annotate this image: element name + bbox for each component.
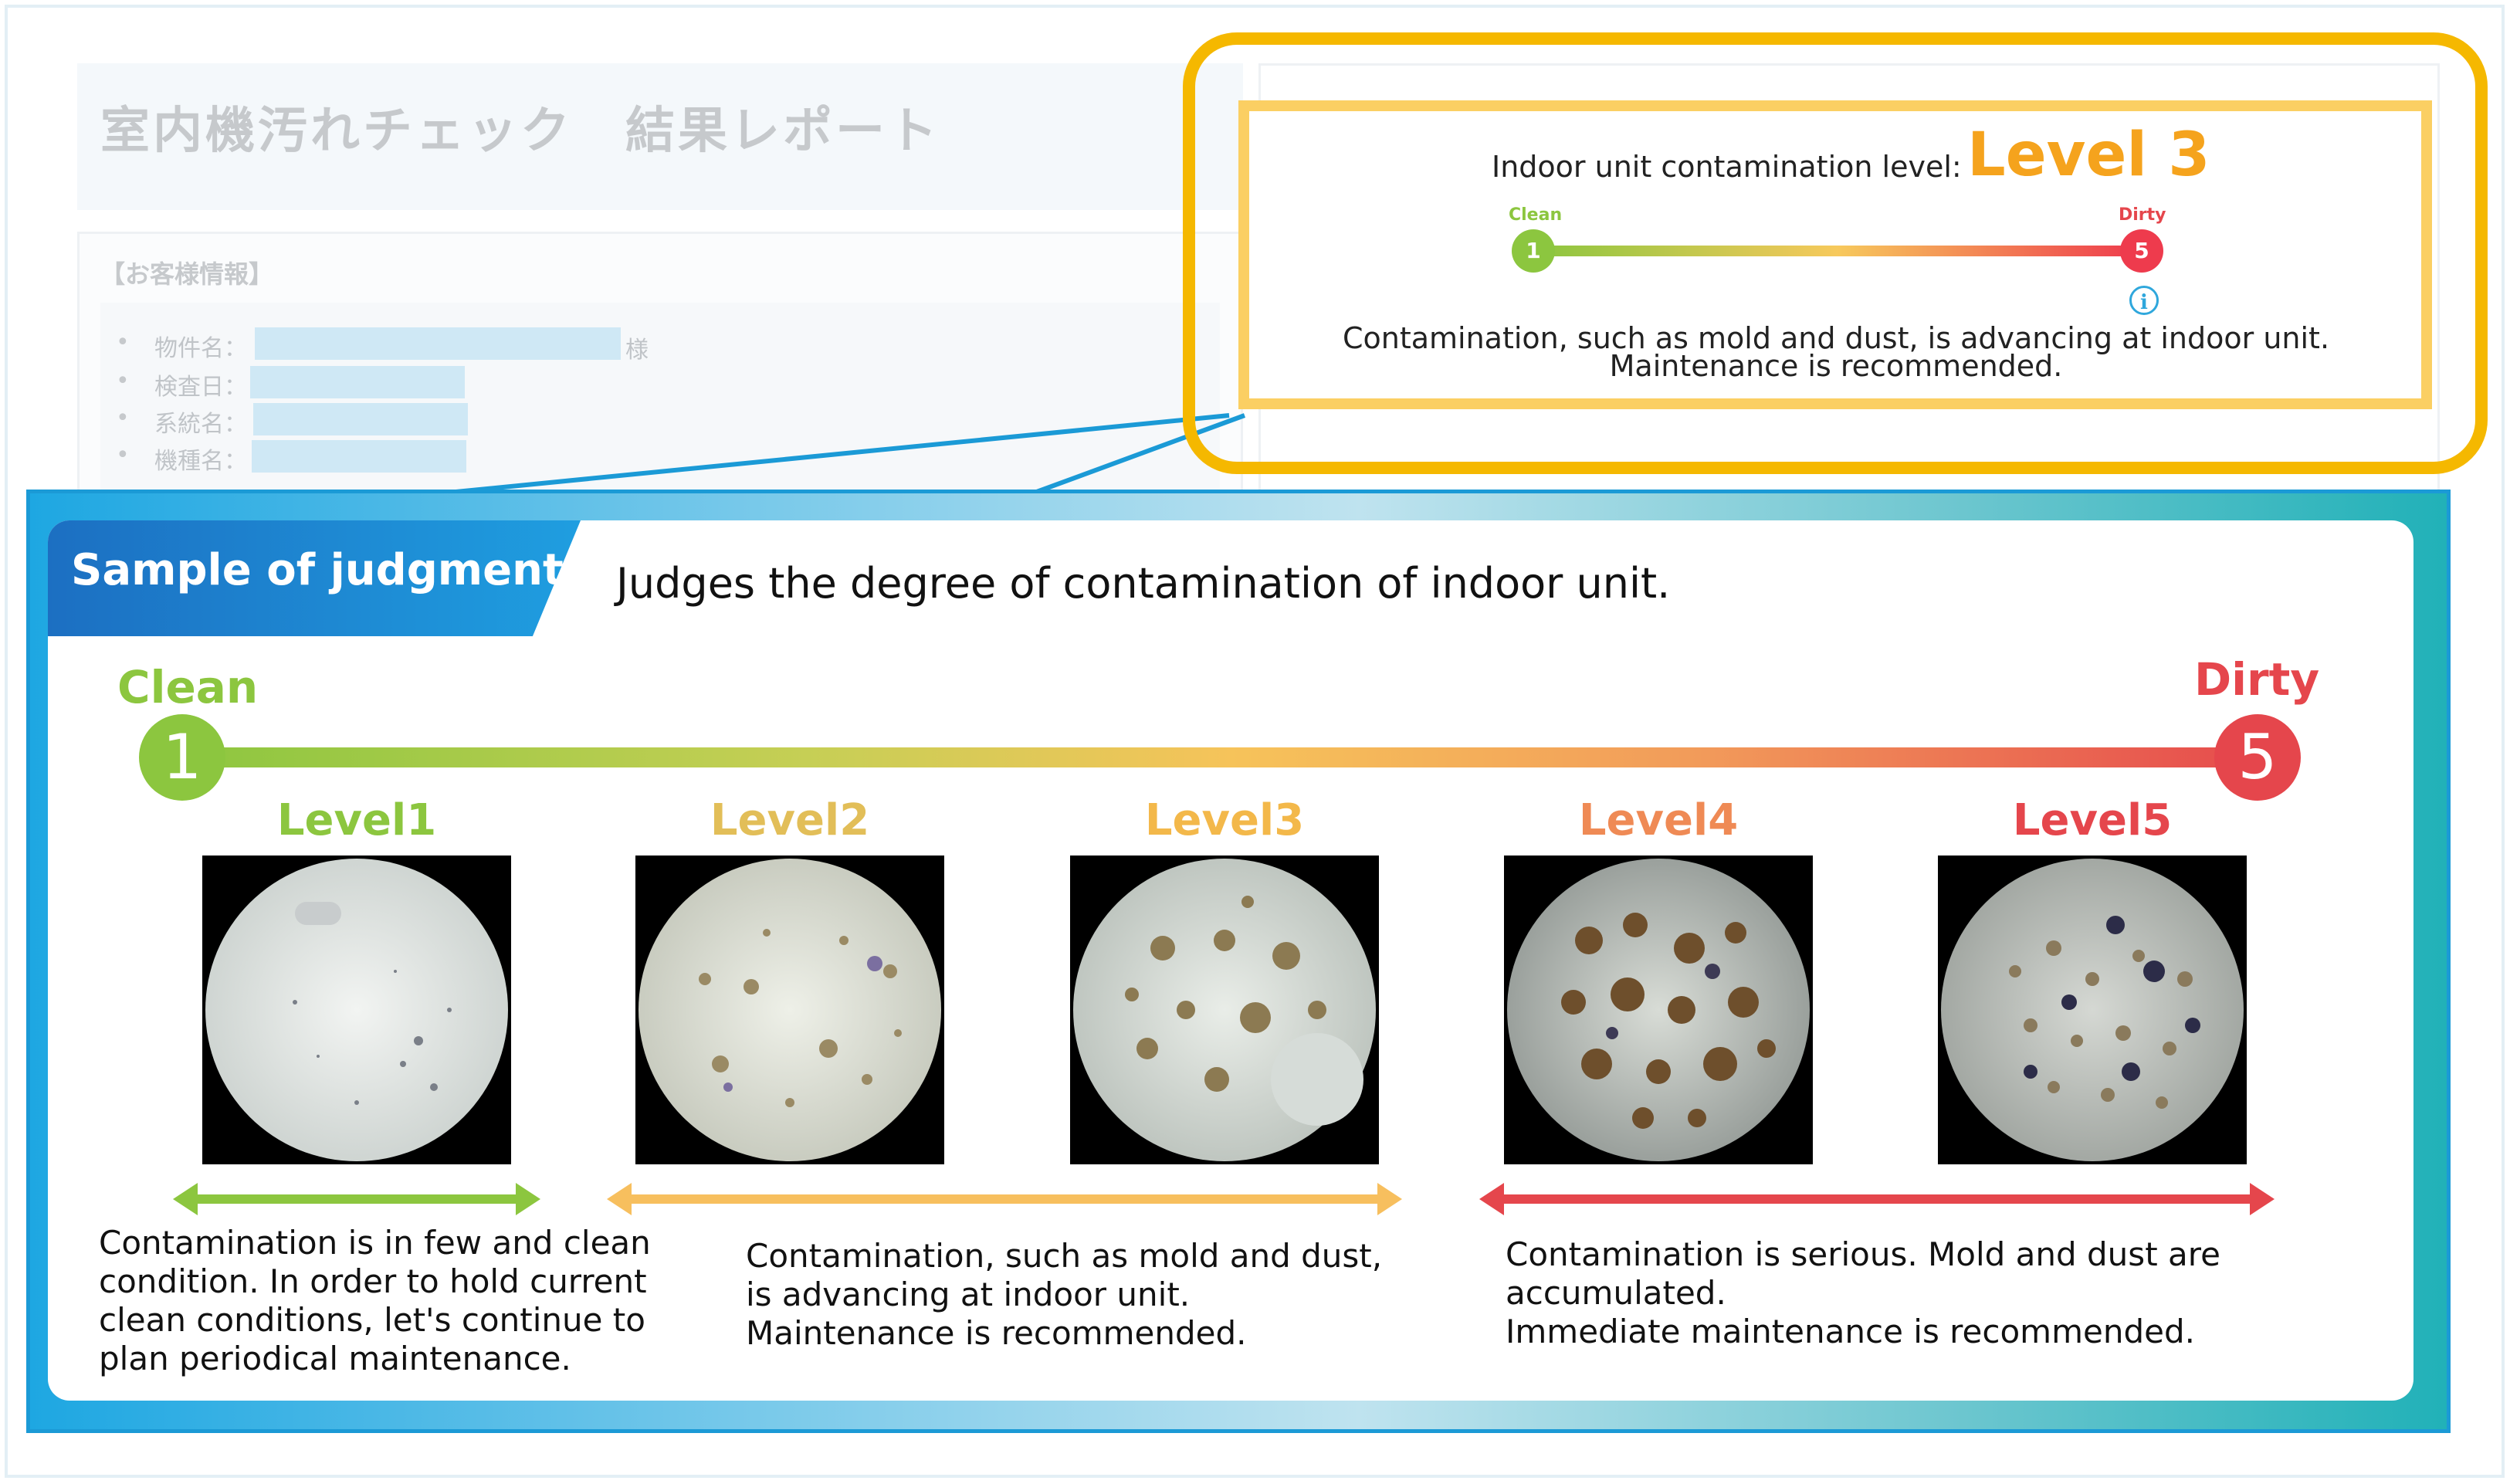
level-2-label: Level2 [710, 795, 870, 845]
level-5-label: Level5 [2012, 795, 2173, 845]
description-clean: Contamination is in few and clean condit… [99, 1224, 651, 1377]
level-4-microscope-image [1504, 856, 1813, 1164]
field-system-name: 系統名： [116, 405, 247, 439]
level-5-microscope-image [1938, 856, 2247, 1164]
callout-highlight [1183, 32, 2488, 474]
info-icon[interactable]: i [2129, 286, 2159, 315]
redacted-field [255, 327, 621, 360]
contamination-scale-bar [1536, 246, 2139, 256]
sample-badge [48, 520, 581, 636]
field-label: 検査日： [154, 374, 247, 401]
scale-start-marker: 1 [1512, 229, 1555, 273]
description-line: Contamination, such as mold and dust, is… [1342, 321, 2330, 355]
sample-badge-text: Sample of judgment [71, 545, 564, 595]
description-serious: Contamination is serious. Mold and dust … [1506, 1235, 2220, 1350]
report-title: 室内機汚れチェック 結果レポート [100, 103, 940, 160]
field-label: 物件名： [154, 335, 247, 362]
field-label: 系統名： [154, 411, 247, 438]
scale-start-marker: 1 [139, 714, 225, 801]
level-3-label: Level3 [1144, 795, 1305, 845]
level-scale-bar [170, 747, 2293, 767]
scale-end-marker: 5 [2120, 229, 2163, 273]
level-1-label: Level1 [276, 795, 437, 845]
field-property-name: 物件名： [116, 329, 247, 363]
level-1-microscope-image [202, 856, 511, 1164]
description-moderate: Contamination, such as mold and dust, is… [746, 1237, 1383, 1352]
page-frame [5, 5, 2505, 1478]
customer-info-header: 【お客様情報】 [100, 259, 274, 289]
level-4-label: Level4 [1578, 795, 1739, 845]
scale-dirty-label: Dirty [2119, 205, 2166, 225]
contamination-level-value: Level 3 [1967, 120, 2210, 190]
report-title-bar [77, 63, 1243, 210]
dirty-label: Dirty [2194, 653, 2320, 706]
redacted-field [250, 366, 465, 398]
field-model-name: 機種名： [116, 442, 247, 476]
contamination-level-panel [1238, 100, 2432, 409]
clean-label: Clean [117, 661, 259, 713]
honorific: 様 [625, 337, 649, 364]
field-inspection-date: 検査日： [116, 368, 247, 401]
field-label: 機種名： [154, 448, 247, 475]
description-line: Maintenance is recommended. [1609, 349, 2063, 383]
level-3-microscope-image [1070, 856, 1379, 1164]
contamination-description: Contamination, such as mold and dust, is… [1251, 321, 2421, 383]
redacted-field [252, 440, 466, 473]
redacted-field [253, 403, 468, 435]
scale-end-marker: 5 [2214, 714, 2301, 801]
scale-clean-label: Clean [1509, 205, 1563, 225]
sample-headline: Judges the degree of contamination of in… [616, 559, 1671, 608]
level-2-microscope-image [635, 856, 944, 1164]
contamination-level-label: Indoor unit contamination level: [1492, 150, 1962, 184]
